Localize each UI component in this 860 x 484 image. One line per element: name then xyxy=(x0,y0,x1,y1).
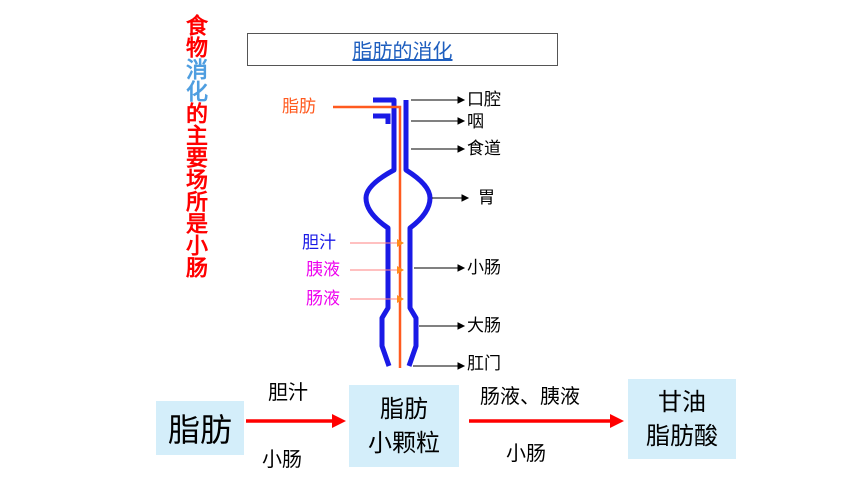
side-title-part2: 消化 xyxy=(182,58,207,102)
juice-label-bile: 胆汁 xyxy=(302,233,336,253)
flow-step1-below: 小肠 xyxy=(262,447,302,471)
juice-label-pancreatic: 胰液 xyxy=(306,260,340,280)
side-title-part1: 食物 xyxy=(182,14,207,58)
organ-label-small-intestine: 小肠 xyxy=(467,258,501,278)
flow-middle-line2: 小颗粒 xyxy=(368,429,440,457)
tract-right-wall xyxy=(403,100,433,367)
flow-start-text: 脂肪 xyxy=(167,411,232,449)
tract-left-lip xyxy=(373,113,391,124)
fat-path-line xyxy=(333,105,402,368)
tract-left-wall xyxy=(363,97,397,367)
flow-end-line1: 甘油 xyxy=(658,388,706,416)
organ-label-esophagus: 食道 xyxy=(467,139,501,159)
flow-end-line2: 脂肪酸 xyxy=(646,422,718,450)
title-box: 脂肪的消化 xyxy=(247,33,558,66)
organ-label-mouth: 口腔 xyxy=(467,90,501,110)
flow-end-box: 甘油 脂肪酸 xyxy=(628,379,736,459)
flow-step2-below: 小肠 xyxy=(506,441,546,465)
flow-middle-box: 脂肪 小颗粒 xyxy=(349,385,459,467)
side-title: 食物消化的主要场所是小肠 xyxy=(173,14,207,278)
flow-start-box: 脂肪 xyxy=(156,401,244,455)
organ-label-pharynx: 咽 xyxy=(467,112,484,132)
tract-input-label: 脂肪 xyxy=(282,97,316,117)
side-title-part3: 的主要场所是小肠 xyxy=(182,102,207,278)
organ-label-large-intestine: 大肠 xyxy=(467,316,501,336)
flow-step1-above: 胆汁 xyxy=(268,380,308,404)
organ-label-anus: 肛门 xyxy=(467,354,501,374)
juice-label-intestinal: 肠液 xyxy=(306,289,340,309)
flow-step2-above: 肠液、胰液 xyxy=(480,384,580,408)
page-title: 脂肪的消化 xyxy=(352,39,453,63)
organ-label-stomach: 胃 xyxy=(478,188,495,208)
flow-middle-line1: 脂肪 xyxy=(380,395,428,423)
